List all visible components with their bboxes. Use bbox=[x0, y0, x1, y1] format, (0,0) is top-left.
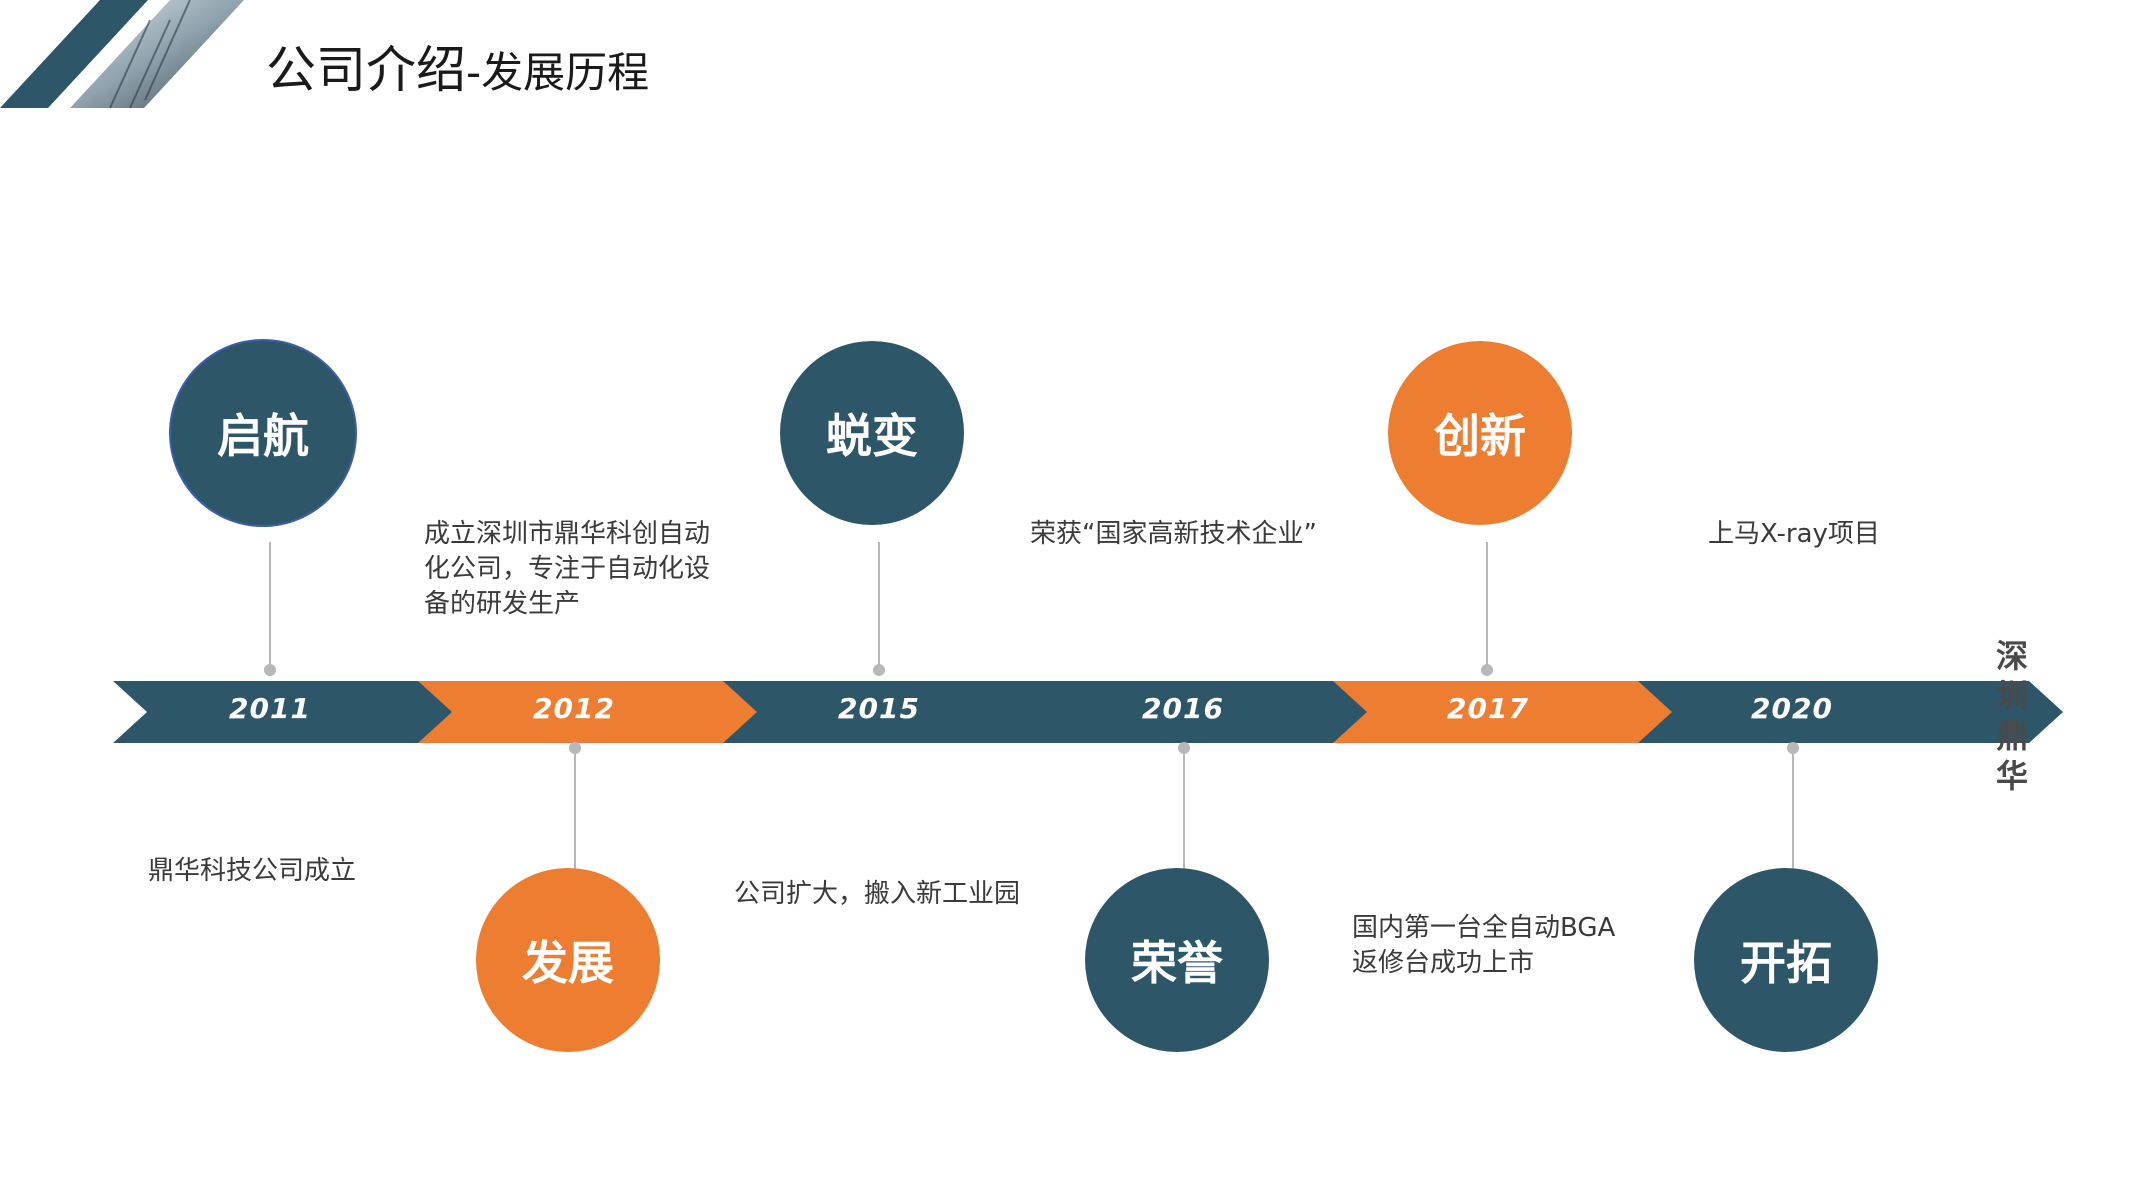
milestone-circle-2020: 开拓 bbox=[1694, 868, 1878, 1052]
milestone-label-2011: 启航 bbox=[217, 409, 309, 463]
milestone-label-2017: 创新 bbox=[1434, 409, 1526, 463]
timeline-arrow-2016 bbox=[1028, 681, 1453, 743]
year-2015: 2015 bbox=[838, 692, 920, 725]
year-2020: 2020 bbox=[1751, 692, 1833, 725]
milestone-text-2011: 鼎华科技公司成立 bbox=[148, 856, 357, 886]
timeline-arrow-2020 bbox=[1638, 681, 2063, 743]
milestone-text-2015: 公司扩大，搬入新工业园 bbox=[734, 879, 1021, 909]
connector-line-2017 bbox=[1486, 542, 1488, 670]
page-title-sub: -发展历程 bbox=[466, 48, 650, 97]
connector-line-2012 bbox=[574, 748, 576, 870]
milestone-label-2020: 开拓 bbox=[1740, 936, 1832, 990]
milestone-circle-2016: 荣誉 bbox=[1085, 868, 1269, 1052]
page-title: 公司介绍-发展历程 bbox=[266, 30, 649, 102]
milestone-text-2012: 成立深圳市鼎华科创自动化公司，专注于自动化设备的研发生产 bbox=[424, 519, 711, 619]
connector-line-2015 bbox=[878, 542, 880, 670]
milestone-circle-2015: 蜕变 bbox=[780, 341, 964, 525]
milestone-text-2020: 上马X-ray项目 bbox=[1708, 519, 1880, 549]
connector-dot-2011 bbox=[264, 664, 276, 676]
brand-vertical-text: 深圳鼎华 bbox=[1995, 637, 2028, 795]
milestone-circle-2017: 创新 bbox=[1388, 341, 1572, 525]
navy-stripe bbox=[0, 0, 148, 108]
connector-dot-2015 bbox=[873, 664, 885, 676]
connector-dot-2017 bbox=[1481, 664, 1493, 676]
building-image bbox=[70, 0, 244, 108]
milestone-label-2016: 荣誉 bbox=[1131, 936, 1223, 990]
milestone-label-2015: 蜕变 bbox=[826, 409, 918, 463]
page-title-main: 公司介绍 bbox=[266, 41, 466, 99]
header-decoration bbox=[0, 0, 244, 109]
milestone-circle-2011: 启航 bbox=[171, 341, 355, 525]
milestone-label-2012: 发展 bbox=[522, 936, 614, 990]
timeline-arrow-2011 bbox=[113, 681, 538, 743]
milestone-circle-2012: 发展 bbox=[476, 868, 660, 1052]
milestone-text-2017: 国内第一台全自动BGA返修台成功上市 bbox=[1352, 913, 1616, 978]
year-2011: 2011 bbox=[229, 692, 311, 725]
timeline-arrow-2012 bbox=[418, 681, 843, 743]
year-2017: 2017 bbox=[1447, 692, 1529, 725]
connector-line-2011 bbox=[269, 542, 271, 670]
timeline-arrow-2015 bbox=[723, 681, 1148, 743]
connector-line-2016 bbox=[1183, 748, 1185, 870]
milestone-text-2016: 荣获“国家高新技术企业” bbox=[1030, 519, 1317, 549]
year-2016: 2016 bbox=[1142, 692, 1224, 725]
timeline-arrow-2017 bbox=[1333, 681, 1758, 743]
connector-line-2020 bbox=[1792, 748, 1794, 870]
year-2012: 2012 bbox=[533, 692, 615, 725]
